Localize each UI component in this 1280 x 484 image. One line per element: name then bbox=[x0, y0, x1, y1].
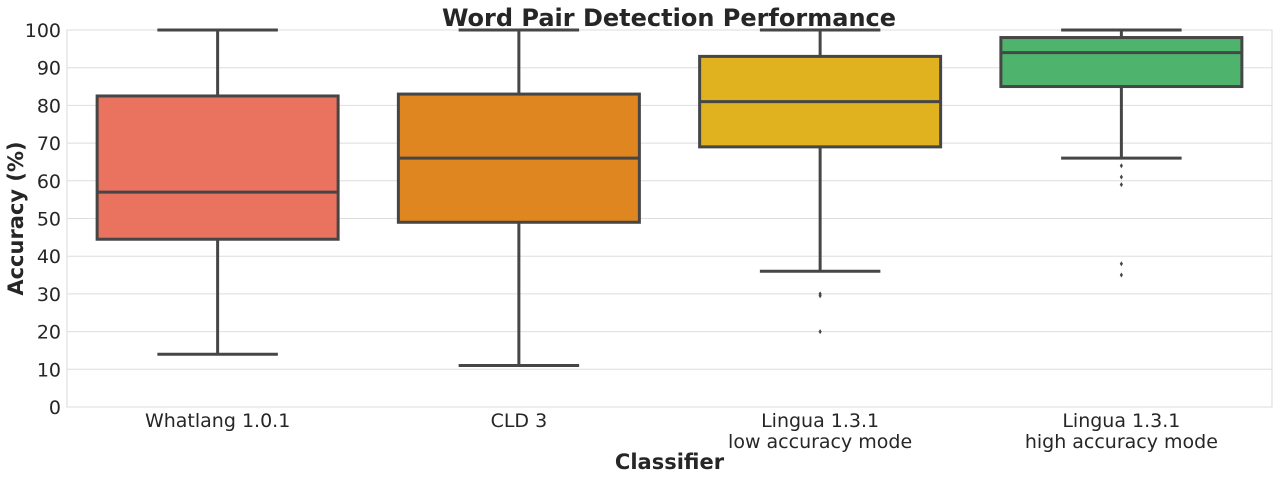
iqr-box bbox=[999, 36, 1244, 89]
y-tick-label: 100 bbox=[25, 20, 61, 42]
y-tick-label: 10 bbox=[37, 359, 61, 381]
y-tick-label: 0 bbox=[49, 397, 61, 419]
y-tick-label: 90 bbox=[37, 58, 61, 80]
y-tick-label: 30 bbox=[37, 284, 61, 306]
outlier-point bbox=[1119, 261, 1123, 267]
outlier-point bbox=[818, 293, 822, 299]
y-tick-label: 20 bbox=[37, 322, 61, 344]
outlier-point bbox=[818, 329, 822, 335]
chart-title: Word Pair Detection Performance bbox=[442, 4, 896, 32]
x-tick-label: Whatlang 1.0.1 bbox=[145, 410, 290, 432]
x-tick-label: Lingua 1.3.1 bbox=[1062, 410, 1180, 432]
outlier-point bbox=[1119, 163, 1123, 169]
y-axis-title: Accuracy (%) bbox=[4, 141, 28, 295]
y-tick-label: 80 bbox=[37, 95, 61, 117]
x-tick-label: CLD 3 bbox=[491, 410, 548, 432]
y-tick-label: 50 bbox=[37, 209, 61, 231]
outlier-point bbox=[1119, 272, 1123, 278]
outlier-point bbox=[1119, 174, 1123, 180]
x-tick-label: Lingua 1.3.1 bbox=[761, 410, 879, 432]
x-axis-title: Classifier bbox=[615, 450, 725, 474]
outlier-point bbox=[1119, 182, 1123, 188]
x-tick-label: low accuracy mode bbox=[728, 431, 912, 453]
y-tick-label: 40 bbox=[37, 246, 61, 268]
y-tick-label: 70 bbox=[37, 133, 61, 155]
y-tick-label: 60 bbox=[37, 171, 61, 193]
iqr-box bbox=[95, 94, 340, 241]
x-tick-label: high accuracy mode bbox=[1025, 431, 1218, 453]
